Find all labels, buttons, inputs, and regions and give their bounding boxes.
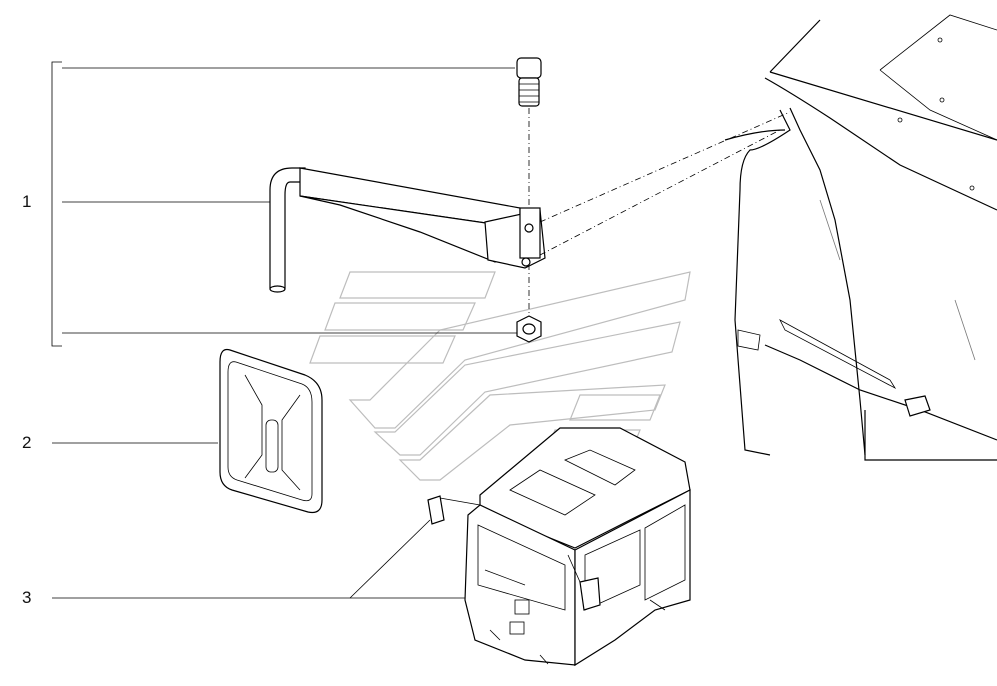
nut — [516, 315, 542, 343]
mirror-arm — [269, 167, 546, 293]
bolt — [516, 57, 542, 107]
callout-number-1: 1 — [22, 192, 32, 211]
callout-number-3: 3 — [22, 588, 32, 607]
watermark-logo — [309, 271, 691, 481]
tractor-cab-background — [724, 14, 997, 461]
mirror-head — [219, 348, 323, 514]
reference-lines — [539, 111, 791, 256]
callout-number-2: 2 — [22, 433, 32, 452]
callout-bracket-1 — [51, 61, 518, 347]
tractor-cab-small — [427, 427, 691, 667]
